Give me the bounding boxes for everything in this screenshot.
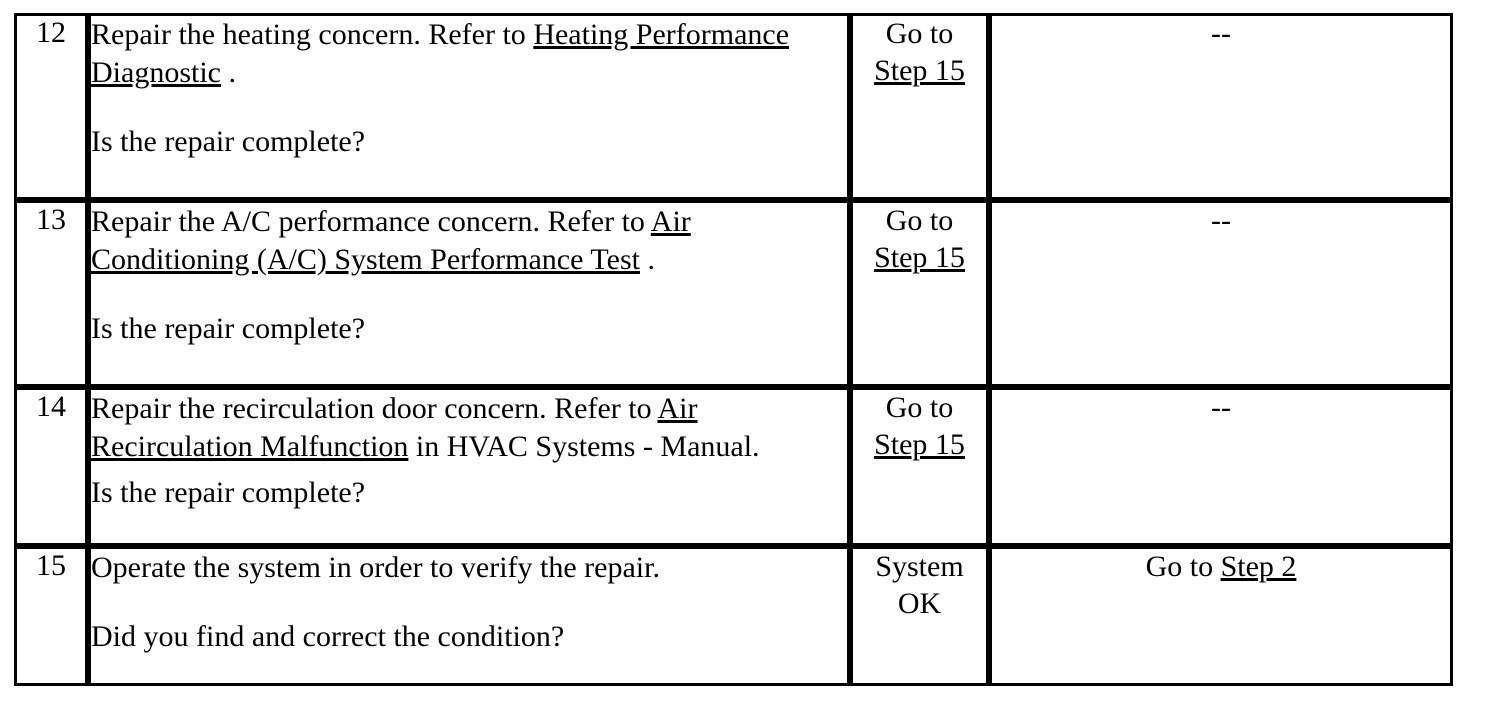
no-result-cell: -- (989, 200, 1453, 388)
no-result-text: -- (992, 16, 1450, 53)
yes-result-cell: System OK (850, 545, 989, 686)
step-number: 15 (36, 548, 66, 582)
action-cell: Repair the heating concern. Refer to Hea… (88, 13, 850, 201)
action-instruction-prefix: Repair the heating concern. Refer to (91, 18, 534, 51)
no-result-text: -- (992, 390, 1450, 427)
action-text: Operate the system in order to verify th… (91, 549, 847, 656)
no-goto-text: Go to Step 2 (992, 549, 1450, 586)
action-cell: Repair the recirculation door concern. R… (88, 387, 850, 546)
action-instruction-suffix: in HVAC Systems - Manual. (408, 430, 760, 464)
no-result-dash: -- (1211, 17, 1231, 50)
no-result-dash: -- (1211, 204, 1231, 238)
action-blank-line (91, 92, 847, 123)
action-reference-link[interactable]: Air Conditioning (A/C) System Performanc… (91, 205, 691, 277)
no-result-text: Go to Step 2 (992, 549, 1450, 586)
yes-result-text: Go to Step 15 (853, 390, 986, 463)
action-instruction: Repair the heating concern. Refer to Hea… (91, 16, 847, 92)
yes-result-cell: Go to Step 15 (850, 200, 989, 388)
no-result-cell: -- (989, 13, 1453, 201)
action-instruction-suffix: . (639, 243, 655, 277)
yes-result-text: System OK (853, 549, 986, 622)
yes-goto-label: Go to (885, 391, 954, 425)
no-step-link[interactable]: Step 2 (1220, 549, 1297, 583)
action-instruction-suffix: . (220, 56, 236, 90)
action-question: Is the repair complete? (91, 125, 366, 159)
table-row: 13 Repair the A/C performance concern. R… (14, 200, 1453, 388)
yes-result-text: Go to Step 15 (853, 16, 986, 89)
step-number: 13 (36, 203, 66, 237)
no-result-text: -- (992, 203, 1450, 240)
table-row: 14 Repair the recirculation door concern… (14, 387, 1453, 546)
step-number-cell: 13 (14, 200, 88, 388)
action-text: Repair the recirculation door concern. R… (91, 390, 847, 512)
action-instruction: Repair the A/C performance concern. Refe… (91, 203, 847, 279)
action-reference-link[interactable]: Air Recirculation Malfunction (91, 392, 698, 464)
action-instruction-prefix: Repair the A/C performance concern. Refe… (91, 205, 651, 239)
action-instruction: Operate the system in order to verify th… (91, 550, 660, 584)
step-number: 12 (36, 16, 66, 49)
action-blank-line (91, 587, 847, 618)
diagnostic-procedure-table: 12 Repair the heating concern. Refer to … (14, 13, 1453, 686)
step-number: 14 (36, 390, 66, 424)
action-reference-link[interactable]: Heating Performance Diagnostic (91, 18, 790, 90)
yes-result-cell: Go to Step 15 (850, 13, 989, 201)
step-number-cell: 14 (14, 387, 88, 546)
yes-system-label: System (875, 549, 964, 583)
action-instruction-prefix: Repair the recirculation door concern. R… (91, 392, 658, 426)
action-cell: Repair the A/C performance concern. Refe… (88, 200, 850, 388)
yes-step-link[interactable]: Step 15 (874, 427, 965, 461)
yes-step-link[interactable]: Step 15 (874, 240, 965, 274)
action-instruction: Repair the recirculation door concern. R… (91, 390, 847, 466)
action-question: Is the repair complete? (91, 476, 366, 510)
action-text: Repair the A/C performance concern. Refe… (91, 203, 847, 348)
action-question: Did you find and correct the condition? (91, 620, 565, 654)
action-cell: Operate the system in order to verify th… (88, 545, 850, 686)
action-text: Repair the heating concern. Refer to Hea… (91, 16, 847, 161)
table-row: 12 Repair the heating concern. Refer to … (14, 13, 1453, 201)
yes-system-ok: OK (897, 586, 942, 620)
no-result-dash: -- (1211, 391, 1231, 425)
yes-goto-label: Go to (885, 17, 954, 50)
action-question: Is the repair complete? (91, 312, 366, 346)
yes-result-cell: Go to Step 15 (850, 387, 989, 546)
action-blank-line (91, 466, 847, 474)
step-number-cell: 12 (14, 13, 88, 201)
yes-goto-label: Go to (885, 204, 954, 238)
no-goto-prefix: Go to (1145, 549, 1221, 583)
no-result-cell: -- (989, 387, 1453, 546)
table-row: 15 Operate the system in order to verify… (14, 545, 1453, 686)
no-result-cell: Go to Step 2 (989, 545, 1453, 686)
yes-step-link[interactable]: Step 15 (874, 53, 965, 87)
action-blank-line (91, 279, 847, 310)
yes-result-text: Go to Step 15 (853, 203, 986, 276)
step-number-cell: 15 (14, 545, 88, 686)
